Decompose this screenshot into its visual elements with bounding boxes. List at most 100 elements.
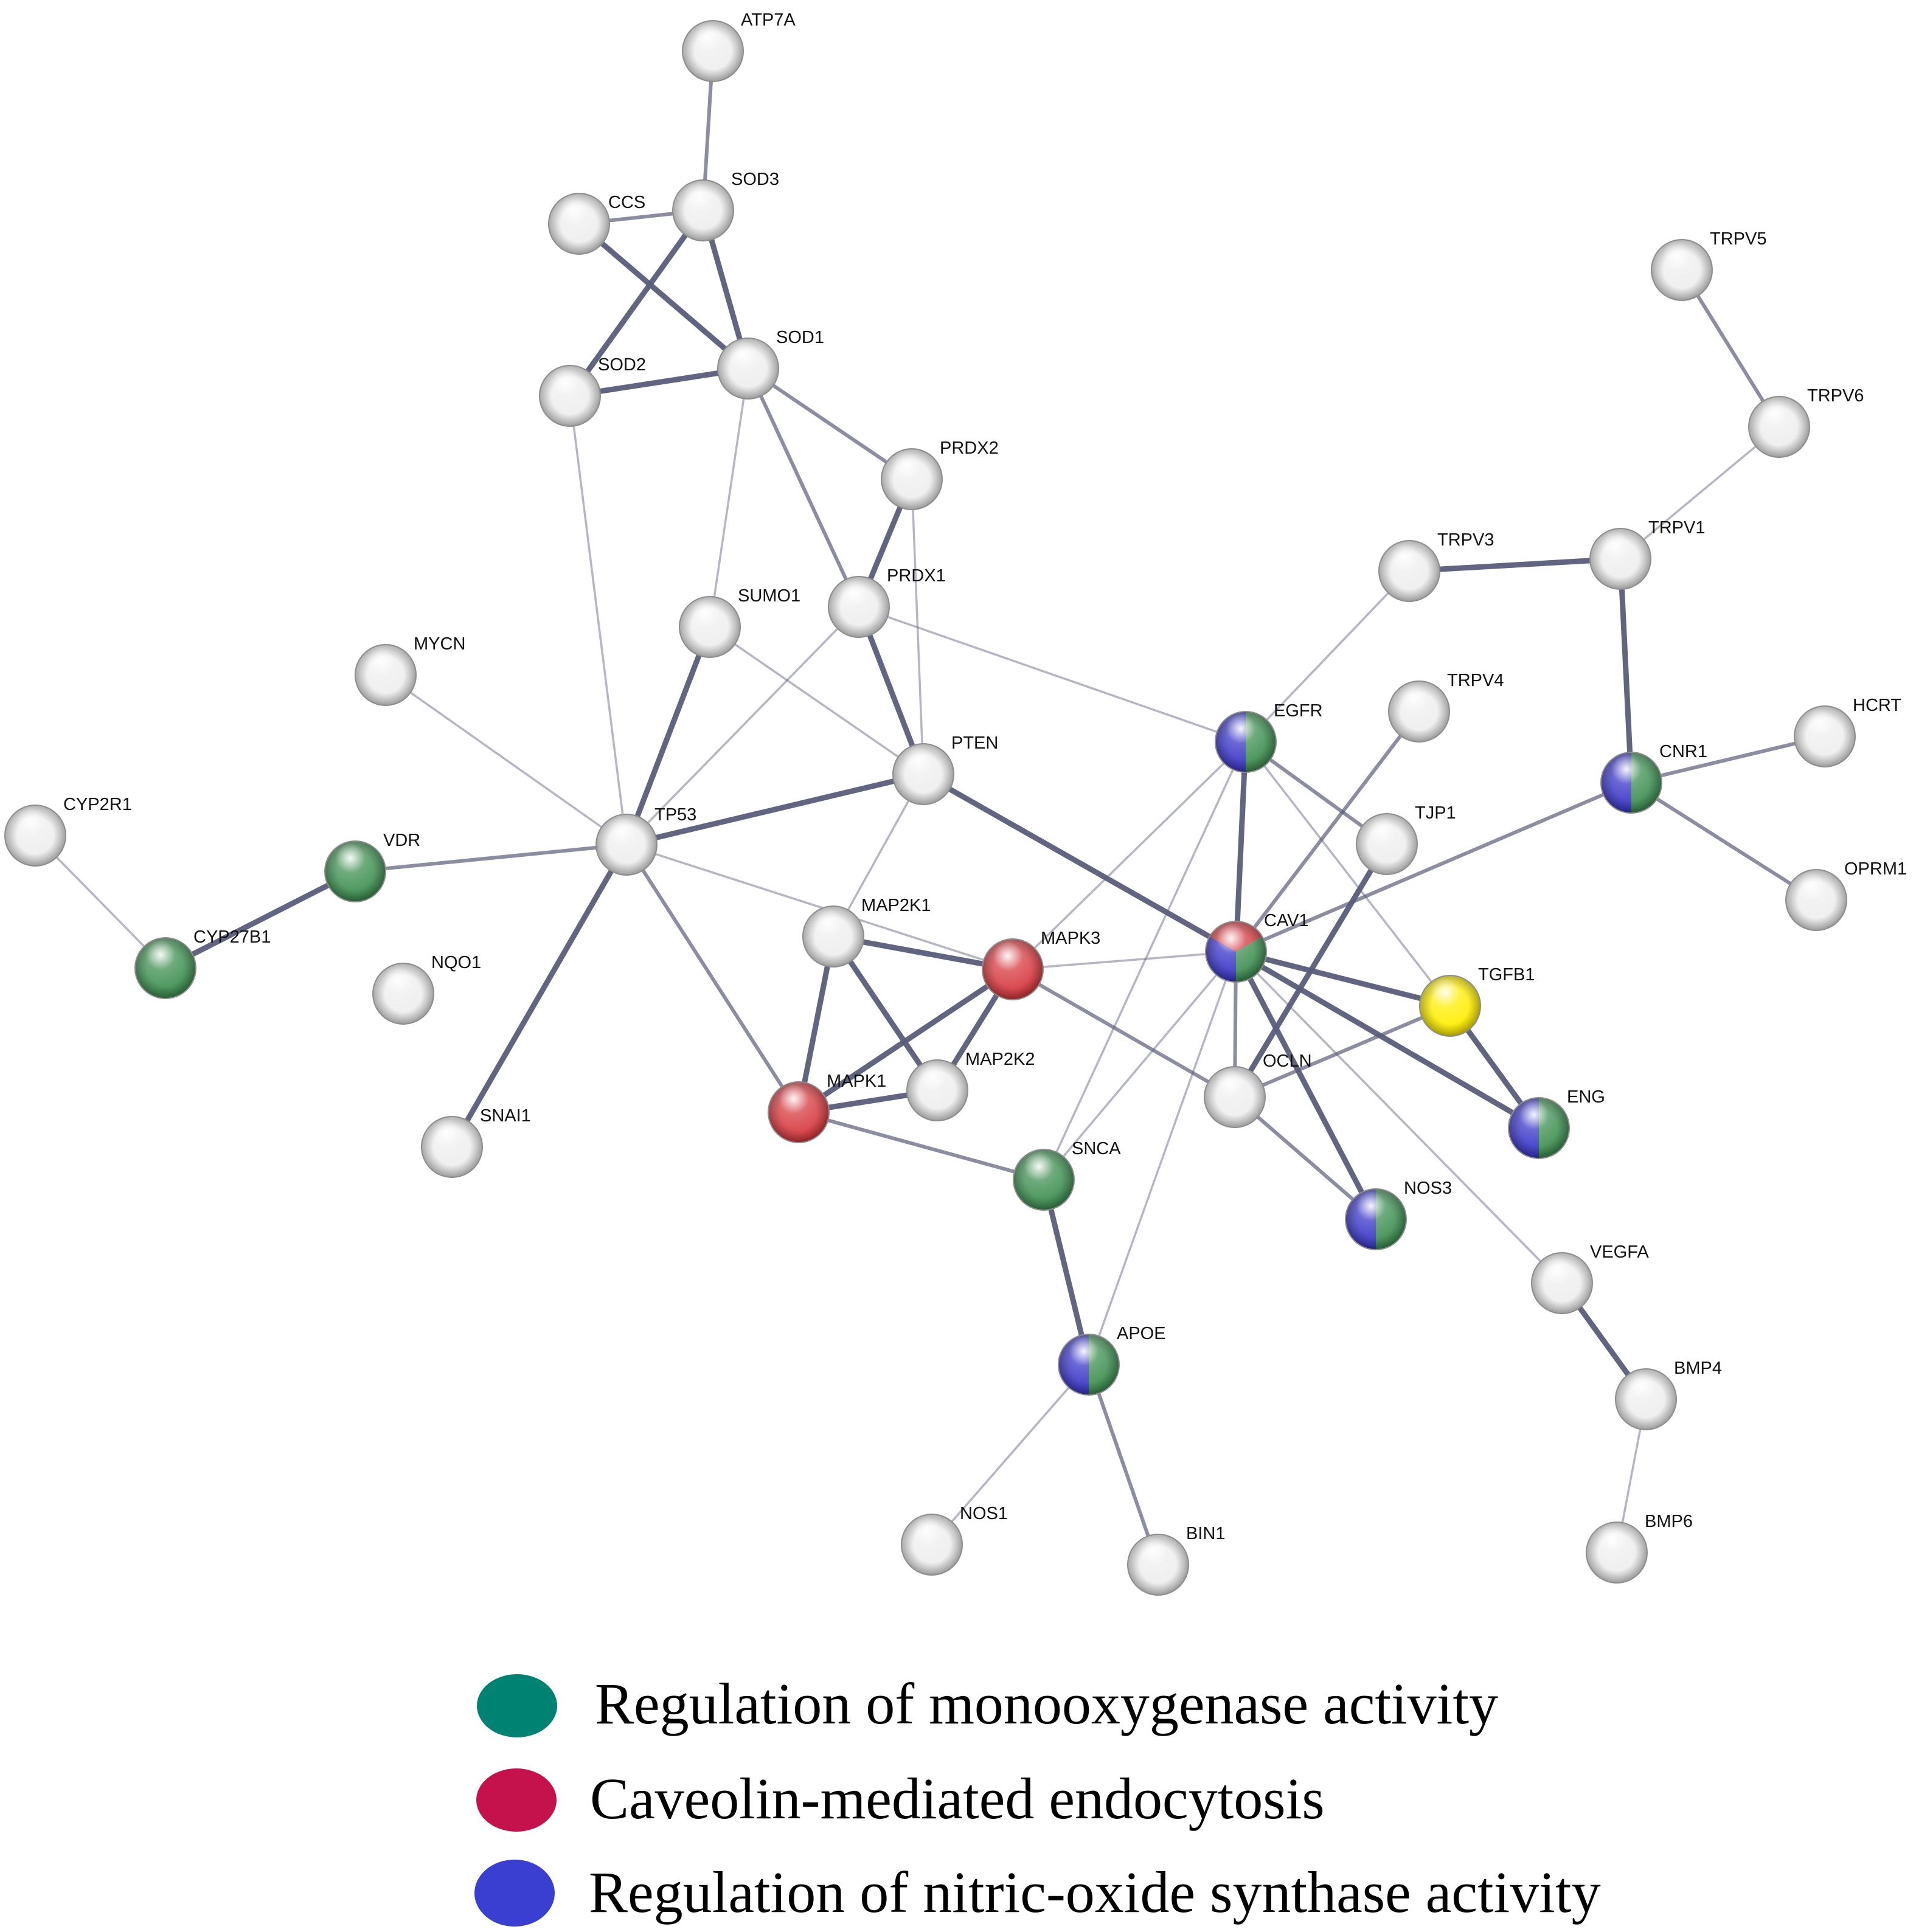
node-cav1[interactable]: CAV1 bbox=[1205, 911, 1309, 983]
node-label: PRDX1 bbox=[887, 566, 946, 586]
node-label: OPRM1 bbox=[1844, 859, 1907, 879]
node-highlight bbox=[1378, 540, 1440, 602]
legend-swatch bbox=[477, 1674, 557, 1737]
edge-mapk3-cav1 bbox=[1012, 950, 1237, 971]
node-oprm1[interactable]: OPRM1 bbox=[1785, 859, 1907, 931]
node-map2k1[interactable]: MAP2K1 bbox=[802, 896, 931, 968]
node-label: MAPK1 bbox=[827, 1072, 886, 1091]
node-highlight bbox=[324, 840, 386, 902]
node-vdr[interactable]: VDR bbox=[324, 831, 420, 902]
legend-label: Regulation of monooxygenase activity bbox=[595, 1671, 1498, 1736]
node-label: CAV1 bbox=[1264, 911, 1309, 930]
node-cyp2r1[interactable]: CYP2R1 bbox=[4, 795, 132, 867]
edge-sumo1-tp53 bbox=[623, 624, 713, 848]
node-pten[interactable]: PTEN bbox=[892, 733, 998, 805]
node-prdx2[interactable]: PRDX2 bbox=[881, 438, 999, 510]
node-bmp4[interactable]: BMP4 bbox=[1615, 1359, 1722, 1430]
node-highlight bbox=[672, 179, 734, 241]
node-tgfb1[interactable]: TGFB1 bbox=[1419, 965, 1535, 1037]
edge-trpv6-trpv1 bbox=[1619, 426, 1780, 560]
node-hcrt[interactable]: HCRT bbox=[1794, 696, 1901, 767]
node-label: MAP2K1 bbox=[861, 896, 931, 915]
edge-mycn-tp53 bbox=[384, 674, 628, 846]
node-apoe[interactable]: APOE bbox=[1058, 1324, 1166, 1396]
edge-pten-tp53 bbox=[623, 771, 926, 848]
node-snca[interactable]: SNCA bbox=[1013, 1139, 1121, 1211]
legend-swatch bbox=[474, 1860, 555, 1927]
node-label: BMP4 bbox=[1674, 1359, 1722, 1378]
node-ccs[interactable]: CCS bbox=[548, 193, 645, 255]
node-label: TGFB1 bbox=[1478, 965, 1535, 985]
node-label: CYP2R1 bbox=[63, 795, 132, 814]
edge-prdx2-pten bbox=[911, 478, 925, 775]
node-bmp6[interactable]: BMP6 bbox=[1586, 1512, 1693, 1584]
edge-snca-cav1 bbox=[1043, 950, 1237, 1181]
node-highlight bbox=[1215, 711, 1277, 773]
edge-cnr1-hcrt bbox=[1630, 735, 1827, 784]
edge-trpv4-cav1 bbox=[1234, 710, 1421, 954]
node-trpv4[interactable]: TRPV4 bbox=[1388, 671, 1504, 743]
node-highlight bbox=[1589, 528, 1651, 590]
node-highlight bbox=[1205, 921, 1267, 983]
node-trpv3[interactable]: TRPV3 bbox=[1378, 530, 1494, 602]
node-bin1[interactable]: BIN1 bbox=[1127, 1524, 1225, 1596]
node-highlight bbox=[539, 365, 601, 427]
edge-pten-cav1 bbox=[920, 771, 1239, 955]
legend-label: Caveolin-mediated endocytosis bbox=[590, 1766, 1325, 1831]
node-trpv6[interactable]: TRPV6 bbox=[1748, 386, 1864, 458]
node-highlight bbox=[901, 1514, 963, 1576]
node-label: BIN1 bbox=[1186, 1524, 1225, 1543]
node-label: BMP6 bbox=[1645, 1512, 1693, 1531]
node-egfr[interactable]: EGFR bbox=[1215, 701, 1323, 773]
node-highlight bbox=[1651, 239, 1713, 301]
node-highlight bbox=[4, 805, 66, 867]
node-map2k2[interactable]: MAP2K2 bbox=[906, 1050, 1035, 1121]
node-highlight bbox=[717, 338, 779, 400]
node-highlight bbox=[906, 1059, 968, 1121]
node-vegfa[interactable]: VEGFA bbox=[1531, 1242, 1649, 1314]
node-ocln[interactable]: OCLN bbox=[1204, 1051, 1312, 1128]
node-label: VEGFA bbox=[1590, 1242, 1649, 1262]
interaction-edges bbox=[34, 49, 1827, 1567]
edge-mapk3-ocln bbox=[1011, 968, 1237, 1099]
node-highlight bbox=[1615, 1368, 1677, 1430]
node-label: CYP27B1 bbox=[193, 927, 271, 947]
node-mycn[interactable]: MYCN bbox=[355, 634, 465, 706]
node-label: PRDX2 bbox=[940, 438, 999, 458]
node-highlight bbox=[1508, 1097, 1570, 1159]
node-nqo1[interactable]: NQO1 bbox=[372, 953, 481, 1025]
node-highlight bbox=[1345, 1188, 1407, 1250]
node-eng[interactable]: ENG bbox=[1508, 1087, 1605, 1159]
node-cyp27b1[interactable]: CYP27B1 bbox=[134, 927, 271, 999]
legend-item: Regulation of monooxygenase activity bbox=[477, 1671, 1498, 1737]
edge-sod1-prdx2 bbox=[746, 367, 914, 481]
edge-prdx1-tp53 bbox=[625, 606, 860, 846]
node-highlight bbox=[1388, 680, 1450, 743]
node-snai1[interactable]: SNAI1 bbox=[421, 1106, 531, 1178]
node-tjp1[interactable]: TJP1 bbox=[1356, 803, 1456, 875]
node-sod3[interactable]: SOD3 bbox=[672, 170, 779, 241]
edge-mapk3-mapk1 bbox=[796, 966, 1016, 1115]
node-nos1[interactable]: NOS1 bbox=[901, 1504, 1008, 1576]
node-label: NQO1 bbox=[431, 953, 481, 972]
node-nos3[interactable]: NOS3 bbox=[1345, 1179, 1452, 1250]
edge-tp53-vdr bbox=[353, 843, 628, 873]
node-prdx1[interactable]: PRDX1 bbox=[828, 566, 946, 638]
node-label: SUMO1 bbox=[738, 586, 800, 606]
node-highlight bbox=[1794, 705, 1856, 767]
node-sod1[interactable]: SOD1 bbox=[717, 328, 824, 400]
node-highlight bbox=[595, 814, 658, 876]
node-atp7a[interactable]: ATP7A bbox=[682, 10, 796, 82]
node-sod2[interactable]: SOD2 bbox=[539, 355, 646, 427]
edge-egfr-cav1 bbox=[1233, 739, 1249, 955]
node-highlight bbox=[548, 193, 610, 255]
node-trpv5[interactable]: TRPV5 bbox=[1651, 229, 1766, 301]
node-sumo1[interactable]: SUMO1 bbox=[679, 586, 800, 658]
node-label: TRPV3 bbox=[1437, 530, 1494, 550]
node-mapk3[interactable]: MAPK3 bbox=[982, 929, 1100, 1000]
node-label: MYCN bbox=[414, 634, 465, 654]
node-tp53[interactable]: TP53 bbox=[595, 805, 696, 876]
node-mapk1[interactable]: MAPK1 bbox=[768, 1072, 886, 1143]
node-trpv1[interactable]: TRPV1 bbox=[1589, 518, 1705, 590]
node-cnr1[interactable]: CNR1 bbox=[1600, 742, 1707, 814]
